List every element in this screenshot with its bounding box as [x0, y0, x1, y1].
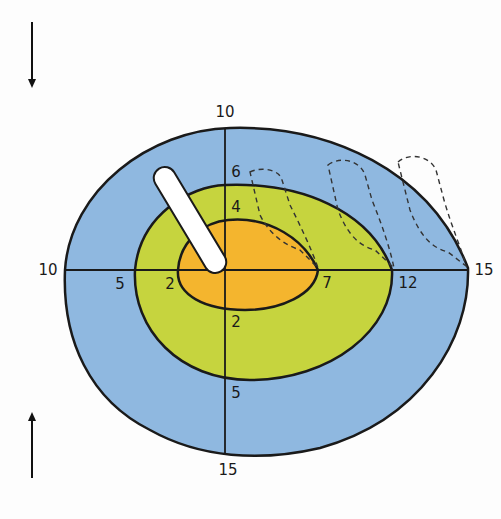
axis-number: 5 [231, 386, 241, 401]
outer-zone [65, 128, 468, 456]
axis-number: 15 [474, 263, 493, 278]
axis-number: 4 [231, 200, 241, 215]
axis-number: 2 [231, 315, 241, 330]
pin-shape [150, 163, 231, 277]
horizontal-axis [65, 269, 468, 271]
axis-number: 6 [231, 165, 241, 180]
axis-number: 15 [218, 463, 237, 478]
direction-arrow [31, 22, 33, 84]
axis-number: 7 [322, 276, 332, 291]
axis-number: 10 [38, 263, 57, 278]
dashed-outline [398, 156, 466, 266]
dashed-outline [328, 160, 394, 268]
axis-number: 10 [215, 105, 234, 120]
dashed-outline [250, 169, 318, 268]
axis-number: 2 [165, 277, 175, 292]
axis-number: 5 [115, 277, 125, 292]
vertical-axis [224, 128, 226, 455]
direction-arrow [31, 416, 33, 478]
axis-number: 12 [398, 276, 417, 291]
